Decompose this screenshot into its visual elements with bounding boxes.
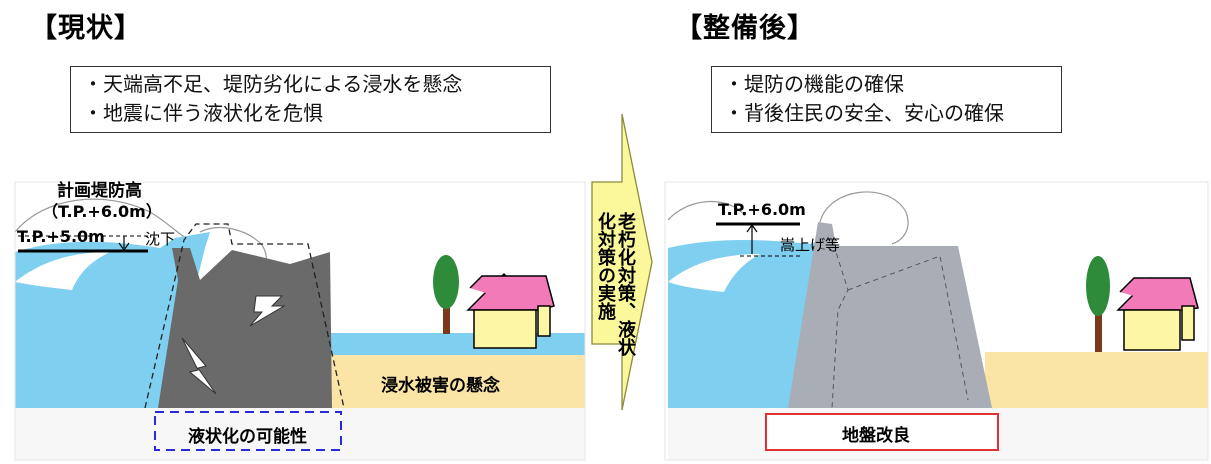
left-heading: 【現状】 (30, 13, 142, 44)
plan-height-label: 計画堤防高 (57, 181, 142, 201)
raise-label: 嵩上げ等 (780, 236, 841, 254)
flood-damage-label: 浸水被害の懸念 (381, 376, 500, 396)
right-heading: 【整備後】 (675, 13, 815, 44)
tree-trunk (443, 306, 450, 334)
right-callout-line1: ・堤防の機能の確保 (724, 72, 904, 96)
planned-levee-outline (144, 223, 345, 409)
right-tree-icon (1086, 256, 1110, 316)
arrow-text-col2: 化対策の実施 (595, 212, 616, 320)
old-levee (158, 248, 332, 408)
arrow-text-col1: 老朽化対策、液状 (615, 212, 636, 356)
ground-improvement-label: 地盤改良 (842, 426, 910, 446)
subsidence-label: 沈下 (145, 230, 176, 248)
left-sand (330, 355, 585, 408)
left-wave-outline (14, 198, 191, 241)
left-panel (14, 181, 586, 461)
left-callout-line2: ・地震に伴う液状化を危惧 (83, 101, 323, 125)
liquefaction-box (154, 411, 342, 451)
right-panel (664, 181, 1209, 461)
liquefaction-label: 液状化の可能性 (188, 427, 307, 447)
right-house-icon (1123, 309, 1181, 351)
right-callout: ・堤防の機能の確保 ・背後住民の安全、安心の確保 (711, 66, 1062, 133)
tree-icon (433, 255, 459, 309)
right-sand (985, 352, 1208, 408)
current-tp-label: T.P.+5.0m (17, 227, 105, 246)
left-swirl (15, 252, 110, 290)
right-swirl (668, 254, 760, 292)
lightning-icon (181, 337, 217, 395)
plan-tp-label: （T.P.+6.0m） (42, 202, 162, 221)
lightning-icon-2 (249, 295, 286, 327)
left-callout-line1: ・天端高不足、堤防劣化による浸水を懸念 (83, 72, 463, 96)
right-callout-line2: ・背後住民の安全、安心の確保 (724, 101, 1004, 125)
left-ground (15, 408, 585, 460)
right-tp-label: T.P.+6.0m (718, 200, 806, 219)
new-levee (788, 222, 992, 408)
house-icon (473, 309, 537, 349)
transition-arrow (591, 113, 653, 411)
left-callout: ・天端高不足、堤防劣化による浸水を懸念 ・地震に伴う液状化を危惧 (70, 66, 551, 133)
ground-improvement-box (765, 413, 999, 451)
